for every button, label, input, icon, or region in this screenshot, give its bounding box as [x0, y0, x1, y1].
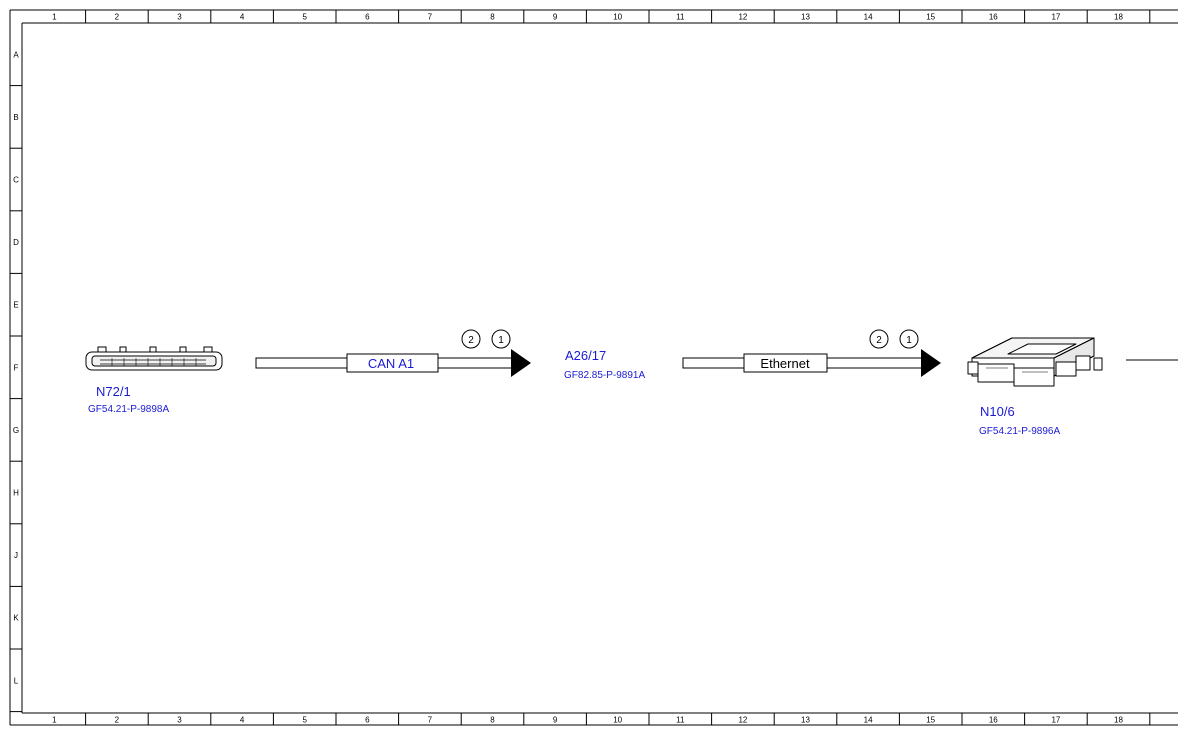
ruler-bottom-column-label: 11 [676, 716, 685, 725]
ruler-top-column-label: 2 [115, 13, 120, 22]
ethernet-connector-marker-2: 2 [869, 329, 889, 349]
connector-module-icon[interactable] [85, 346, 223, 371]
ruler-top-column-label: 14 [864, 13, 873, 22]
ruler-left-row-label: K [13, 614, 19, 623]
ruler-top-column-label: 6 [365, 13, 370, 22]
ruler-bottom-column-label: 7 [428, 716, 433, 725]
ethernet-connector-marker-1: 1 [899, 329, 919, 349]
ruler-left-row-label: G [13, 426, 19, 435]
ruler-top-column-label: 7 [428, 13, 433, 22]
can-marker-1-label: 1 [498, 335, 504, 346]
ruler-top-column-label: 12 [738, 13, 747, 22]
ruler-top-column-label: 15 [926, 13, 935, 22]
n10-name[interactable]: N10/6 [980, 404, 1015, 419]
ruler-left-row-label: F [14, 363, 19, 372]
ruler-left-row-label: L [14, 676, 19, 685]
ruler-bottom-column-label: 8 [490, 716, 495, 725]
can-marker-2-label: 2 [468, 335, 474, 346]
ruler-top-column-label: 1 [52, 13, 57, 22]
ruler-bottom-column-label: 1 [52, 716, 57, 725]
ruler-top-column-label: 8 [490, 13, 495, 22]
ruler-top-column-label: 4 [240, 13, 245, 22]
ruler-bottom-column-label: 4 [240, 716, 245, 725]
ruler-bottom-column-label: 13 [801, 716, 810, 725]
ruler-left-row-label: B [13, 113, 18, 122]
ethernet-marker-1-label: 1 [906, 335, 912, 346]
ruler-top-column-label: 3 [177, 13, 182, 22]
ethernet-marker-2-label: 2 [876, 335, 882, 346]
can-connector-marker-1: 1 [491, 329, 511, 349]
a26-name[interactable]: A26/17 [565, 348, 606, 363]
ruler-left: A B C D E F G H J K L [10, 50, 22, 713]
ruler-bottom-column-label: 14 [864, 716, 873, 725]
n72-reference-link[interactable]: GF54.21-P-9898A [88, 404, 169, 415]
ruler-top-column-label: 13 [801, 13, 810, 22]
can-bus-line[interactable] [255, 349, 531, 377]
ruler-left-row-label: E [13, 301, 18, 310]
can-bus-label[interactable]: CAN A1 [368, 356, 414, 371]
ruler-bottom-column-label: 2 [115, 716, 120, 725]
a26-reference-link[interactable]: GF82.85-P-9891A [564, 370, 645, 381]
ruler-top-column-label: 11 [676, 13, 685, 22]
n10-reference-link[interactable]: GF54.21-P-9896A [979, 426, 1060, 437]
control-unit-icon[interactable] [967, 337, 1103, 387]
ruler-bottom-column-label: 17 [1051, 716, 1060, 725]
ruler-top-column-label: 5 [302, 13, 307, 22]
ruler-top-column-label: 16 [989, 13, 998, 22]
ruler-bottom-column-label: 3 [177, 716, 182, 725]
ruler-left-row-label: A [13, 50, 19, 59]
n72-name[interactable]: N72/1 [96, 384, 131, 399]
ruler-bottom-column-label: 10 [613, 716, 622, 725]
ruler-bottom-column-label: 5 [302, 716, 307, 725]
ruler-bottom-column-label: 12 [738, 716, 747, 725]
ruler-bottom-column-label: 18 [1114, 716, 1123, 725]
ruler-left-row-label: D [13, 238, 19, 247]
ruler-top-column-label: 10 [613, 13, 622, 22]
ruler-top-column-label: 17 [1051, 13, 1060, 22]
ethernet-bus-line[interactable] [682, 349, 941, 377]
ethernet-bus-label[interactable]: Ethernet [760, 356, 810, 371]
ruler-top-column-label: 18 [1114, 13, 1123, 22]
ruler-left-row-label: C [13, 176, 19, 185]
ruler-left-row-label: J [14, 551, 18, 560]
ruler-bottom-column-label: 16 [989, 716, 998, 725]
ruler-top-column-label: 9 [553, 13, 558, 22]
sheet-frame [9, 9, 1178, 726]
ruler-bottom-column-label: 6 [365, 716, 370, 725]
can-connector-marker-2: 2 [461, 329, 481, 349]
ruler-left-row-label: H [13, 489, 19, 498]
ruler-bottom-column-label: 9 [553, 716, 558, 725]
ruler-bottom-column-label: 15 [926, 716, 935, 725]
